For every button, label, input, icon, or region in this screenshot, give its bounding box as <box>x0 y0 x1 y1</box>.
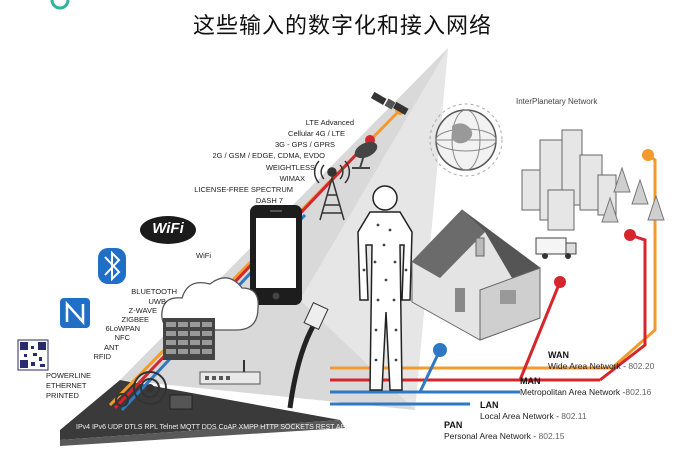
router-icon <box>199 360 261 385</box>
top-teal-icon <box>50 0 70 10</box>
interplanetary-label: InterPlanetary Network <box>516 97 598 106</box>
satellite-icon <box>370 91 409 115</box>
network-wan-desc: Wide Area Network - 802.20 <box>548 361 655 371</box>
network-lan: LAN <box>480 400 499 410</box>
cellular-label: DASH 7 <box>255 196 283 205</box>
smartphone-icon <box>250 205 302 305</box>
dish-icon <box>352 141 378 169</box>
disc-icon <box>115 371 167 407</box>
ethernet-cable-icon <box>287 301 329 409</box>
network-spec: 802.15 <box>538 431 565 441</box>
man-city-dot <box>624 229 636 241</box>
network-spec: 802.20 <box>628 361 655 371</box>
bluetooth-icon <box>98 248 126 284</box>
short-range-label: Z-WAVE <box>128 306 157 315</box>
short-range-label: UWB <box>148 297 167 306</box>
network-name: Local Area Network <box>480 411 554 421</box>
man-line-riser <box>599 233 647 382</box>
network-lan-desc: Local Area Network - 802.11 <box>480 411 587 421</box>
network-pan-desc: Personal Area Network - 802.15 <box>444 431 565 441</box>
protocol-strip: IPv4 IPv6 UDP DTLS RPL Telnet MQTT DDS C… <box>76 424 348 431</box>
cellular-label: WIMAX <box>279 174 305 183</box>
short-range-label: ZIGBEE <box>121 315 149 324</box>
man-line-left <box>113 138 372 410</box>
wired-label: ETHERNET <box>46 381 87 390</box>
network-abbr: PAN <box>444 420 463 430</box>
short-range-label: NFC <box>114 333 130 342</box>
cloud-icon <box>161 277 259 331</box>
cellular-label: LTE Advanced <box>305 118 354 127</box>
network-pan: PAN <box>444 420 462 430</box>
qr-code-icon <box>17 339 49 371</box>
network-man: MAN <box>520 376 541 386</box>
network-man-desc: Metropolitan Area Network -802.16 <box>520 387 652 397</box>
human-figure-dots <box>362 223 408 362</box>
short-range-label: BLUETOOTH <box>131 287 177 296</box>
lan-house-dot <box>433 343 447 357</box>
network-abbr: WAN <box>548 350 569 360</box>
wifi-logo-text: WiFi <box>152 220 184 237</box>
man-link <box>518 281 562 381</box>
network-name: Wide Area Network <box>548 361 621 371</box>
cellular-label: LICENSE-FREE SPECTRUM <box>194 185 293 194</box>
cellular-label: 2G / GSM / EDGE, CDMA, EVDO <box>212 151 325 160</box>
switch-icon <box>169 394 193 410</box>
network-name: Metropolitan Area Network <box>520 387 621 397</box>
short-range-label: 6LoWPAN <box>105 324 140 333</box>
short-range-label: ANT <box>104 343 119 352</box>
nfc-icon <box>60 298 90 328</box>
short-range-label: RFID <box>93 352 112 361</box>
lan-link <box>418 349 442 393</box>
base-wedge-edge <box>60 420 345 446</box>
van-icon <box>535 237 577 259</box>
cellular-label: WEIGHTLESS <box>265 163 315 172</box>
wifi-label: WiFi <box>196 251 211 260</box>
server-rack-icon <box>163 318 215 360</box>
human-figure-icon <box>357 185 413 391</box>
cellular-label: Cellular 4G / LTE <box>288 129 345 138</box>
network-spec: 802.11 <box>561 411 587 421</box>
network-abbr: LAN <box>480 400 499 410</box>
wired-label: POWERLINE <box>46 371 92 380</box>
man-house-dot <box>554 276 566 288</box>
house-icon <box>411 209 541 341</box>
network-wan: WAN <box>548 350 569 360</box>
tower-icon <box>313 160 351 221</box>
globe-icon <box>429 103 503 177</box>
network-name: Personal Area Network <box>444 431 531 441</box>
trees-icon <box>601 166 665 223</box>
city-icon <box>521 129 617 231</box>
network-spec: 802.16 <box>625 387 652 397</box>
cellular-label: 3G - GPS / GPRS <box>274 140 335 149</box>
wan-city-dot <box>642 149 654 161</box>
network-abbr: MAN <box>520 376 541 386</box>
wifi-logo-icon <box>140 216 196 244</box>
page-title: 这些输入的数字化和接入网络 <box>192 14 492 39</box>
wired-label: PRINTED <box>46 391 79 400</box>
